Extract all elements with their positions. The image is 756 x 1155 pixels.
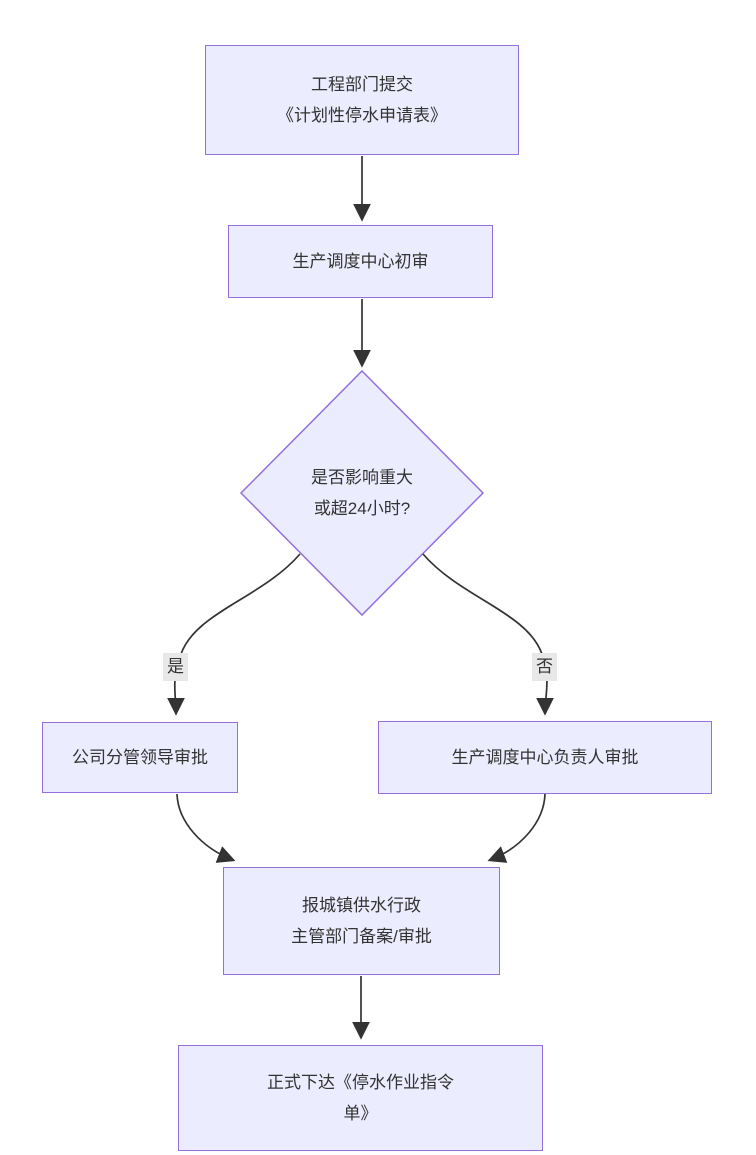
node-center-head-line1: 生产调度中心负责人审批 bbox=[451, 748, 639, 767]
node-leader-approval: 公司分管领导审批 bbox=[42, 722, 238, 793]
edge-label-yes: 是 bbox=[163, 653, 188, 681]
node-submit-line2: 《计划性停水申请表》 bbox=[277, 106, 447, 125]
node-issue-line1: 正式下达《停水作业指令 bbox=[267, 1073, 454, 1092]
node-decision-label: 是否影响重大 或超24小时? bbox=[242, 433, 482, 553]
node-center-head-approval: 生产调度中心负责人审批 bbox=[378, 721, 712, 794]
edge-label-no: 否 bbox=[532, 653, 557, 681]
node-initial-line1: 生产调度中心初审 bbox=[292, 252, 429, 271]
node-initial-review: 生产调度中心初审 bbox=[228, 225, 493, 298]
node-decision-line1: 是否影响重大 bbox=[311, 468, 413, 487]
edge-decision-no-to-center-head bbox=[422, 553, 554, 716]
node-decision-shape bbox=[239, 369, 485, 617]
edge-leader-to-report bbox=[176, 793, 236, 863]
node-report-line1: 报城镇供水行政 bbox=[302, 896, 421, 915]
node-leader-line1: 公司分管领导审批 bbox=[72, 748, 208, 767]
node-report-line2: 主管部门备案/审批 bbox=[291, 927, 432, 946]
node-submit-application: 工程部门提交 《计划性停水申请表》 bbox=[205, 45, 519, 155]
node-issue-line2: 单》 bbox=[343, 1104, 378, 1123]
node-issue-order: 正式下达《停水作业指令 单》 bbox=[178, 1045, 543, 1151]
node-report-authority: 报城镇供水行政 主管部门备案/审批 bbox=[223, 867, 500, 975]
node-submit-line1: 工程部门提交 bbox=[311, 75, 413, 94]
edge-center-head-to-report bbox=[487, 793, 546, 863]
edge-decision-yes-to-leader bbox=[167, 553, 301, 716]
node-decision-line2: 或超24小时? bbox=[313, 499, 411, 518]
